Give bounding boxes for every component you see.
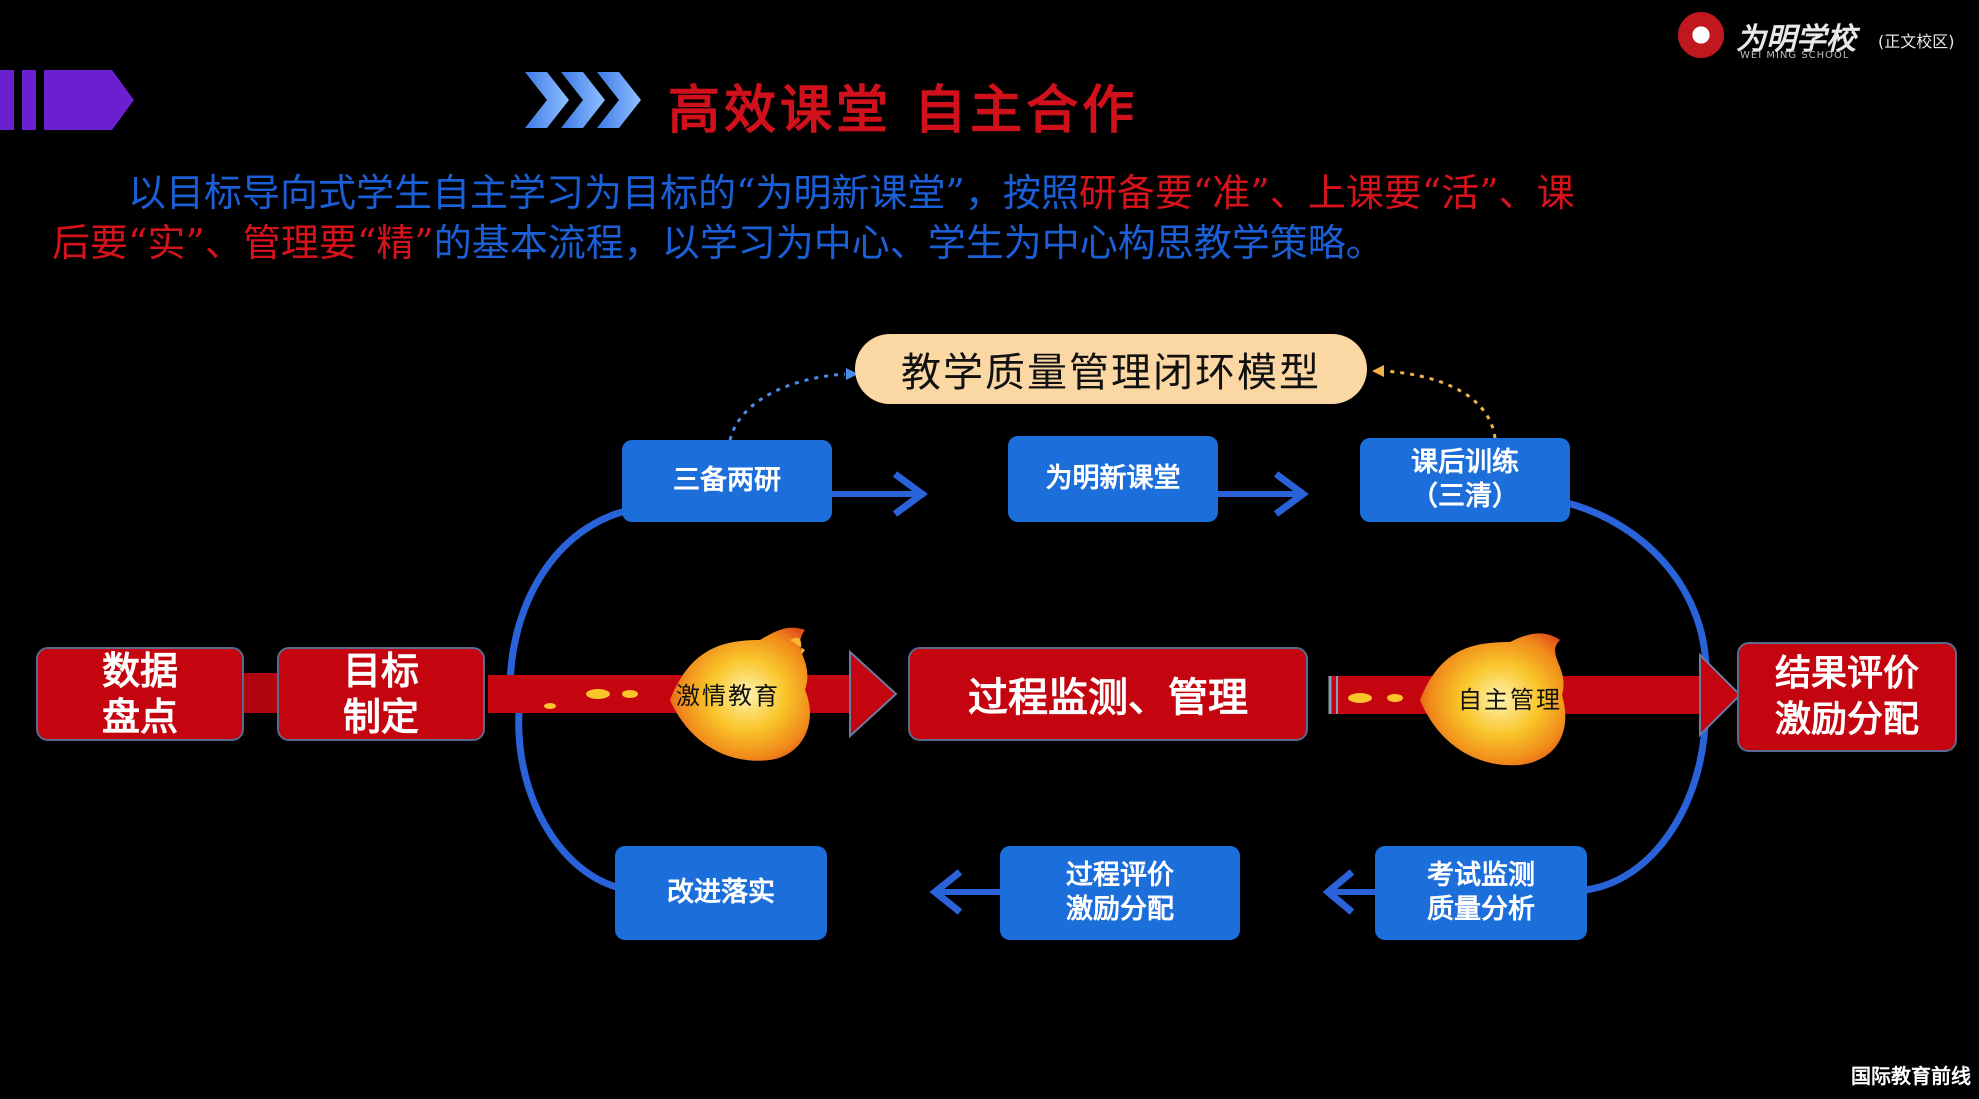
step-box-process-evaluation: 过程评价 激励分配 (1000, 846, 1240, 940)
bottom-arrowhead-2 (929, 869, 963, 915)
logo-english: WEI MING SCHOOL (1740, 50, 1850, 61)
section-tab-icon (0, 70, 134, 130)
box-process-monitoring: 过程监测、管理 (908, 647, 1308, 741)
fire-left-icon (544, 627, 810, 761)
step-box-exam-analysis: 考试监测 质量分析 (1375, 846, 1587, 940)
step-box-prep: 三备两研 (622, 440, 832, 522)
step-box-new-classroom: 为明新课堂 (1008, 436, 1218, 522)
fire-right-icon (1348, 633, 1566, 766)
loop-bottom-left-arc (515, 699, 631, 894)
left-connector-bar (240, 673, 280, 713)
intro-paragraph: 以目标导向式学生自主学习为目标的“为明新课堂”，按照研备要“准”、上课要“活”、… (52, 168, 1952, 268)
intro-line-2: 后要“实”、管理要“精”的基本流程，以学习为中心、学生为中心构思教学策略。 (52, 218, 1952, 268)
dotted-arrow-left (728, 372, 846, 441)
top-arrowhead-1 (892, 471, 928, 517)
page-title: 高效课堂 自主合作 (668, 80, 1139, 141)
fire-label-self-management: 自主管理 (1458, 686, 1562, 714)
intro-line-1: 以目标导向式学生自主学习为目标的“为明新课堂”，按照研备要“准”、上课要“活”、… (52, 168, 1952, 218)
step-box-improve: 改进落实 (615, 846, 827, 940)
top-arrowhead-2 (1273, 471, 1309, 517)
model-title: 教学质量管理闭环模型 (855, 334, 1367, 404)
logo-name: 为明学校 (1736, 22, 1856, 57)
box-data-inventory: 数据 盘点 (36, 647, 244, 741)
intro-highlight: 研备要“准”、上课要“活”、课 (1078, 171, 1575, 215)
box-result-evaluation: 结果评价 激励分配 (1737, 642, 1957, 752)
seal-icon (1678, 12, 1724, 58)
watermark: 国际教育前线 (1851, 1064, 1971, 1088)
school-logo: 为明学校 (正文校区) WEI MING SCHOOL (1678, 12, 1968, 62)
red-arrow-left-head (849, 649, 898, 739)
loop-top-right-arc (1554, 496, 1710, 691)
logo-campus: (正文校区) (1878, 32, 1955, 51)
intro-highlight: 后要“实”、管理要“精” (52, 221, 434, 265)
box-goal-setting: 目标 制定 (277, 647, 485, 741)
dotted-arrow-right (1384, 369, 1497, 439)
intro-text: 的基本流程，以学习为中心、学生为中心构思教学策略。 (433, 221, 1384, 265)
loop-top-left-arc (506, 504, 641, 691)
step-box-after-class-training: 课后训练 （三清） (1360, 438, 1570, 522)
red-arrow-right-head (1699, 652, 1742, 738)
chevrons-icon (525, 72, 641, 128)
intro-text: 以目标导向式学生自主学习为目标的“为明新课堂”，按照 (128, 171, 1079, 215)
bottom-arrowhead-1 (1322, 869, 1355, 915)
fire-label-passion-education: 激情教育 (676, 682, 780, 710)
loop-bottom-right-arc (1584, 699, 1709, 894)
